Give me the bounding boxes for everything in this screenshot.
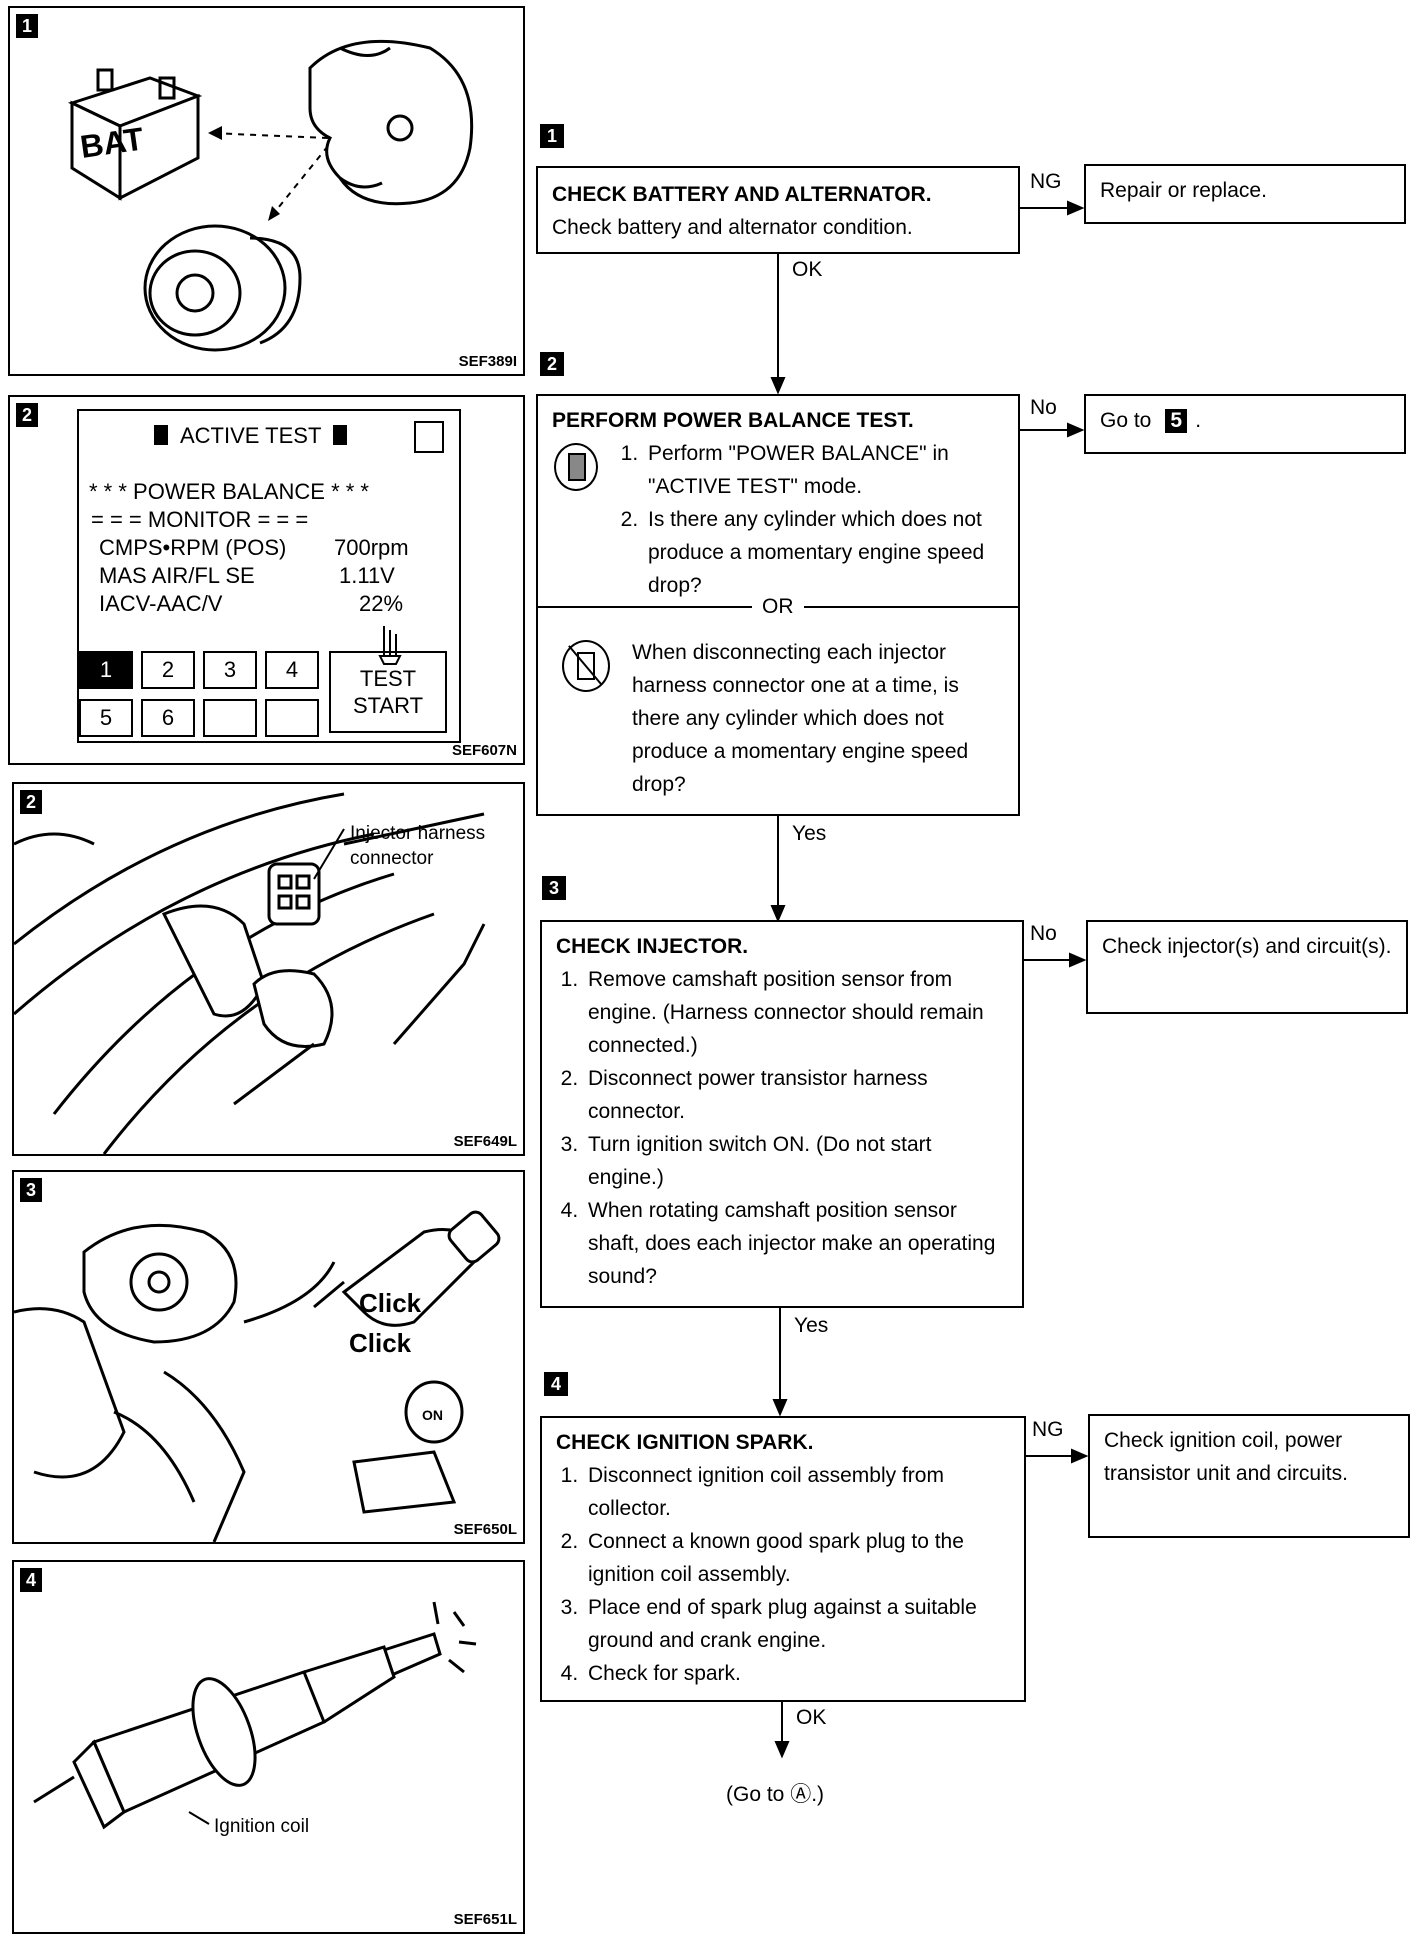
monitor-row-value: 22% bbox=[359, 591, 404, 616]
flow-label: Yes bbox=[794, 1314, 829, 1337]
callout-label: connector bbox=[350, 848, 434, 869]
step-number: 2 bbox=[540, 352, 564, 376]
result-text: Repair or replace. bbox=[1100, 179, 1267, 202]
ignition-key-on-label: ON bbox=[422, 1407, 443, 1423]
figure-camshaft-sensor: 3 Click Click ON SEF650L bbox=[12, 1170, 525, 1544]
blank-button[interactable] bbox=[203, 699, 257, 737]
step-item: Connect a known good spark plug to the i… bbox=[584, 1525, 1010, 1591]
step-1-result: Repair or replace. bbox=[1084, 164, 1406, 224]
monitor-row-value: 700rpm bbox=[334, 535, 409, 560]
test-start-label: START bbox=[352, 693, 424, 718]
power-balance-line: * * * POWER BALANCE * * * bbox=[89, 479, 369, 504]
result-suffix: . bbox=[1195, 409, 1202, 432]
battery-alternator-illustration: BAT bbox=[67, 39, 474, 352]
figure-active-test-screen: 2 ACTIVE TEST * * * POWER BALANCE * * * … bbox=[8, 395, 525, 765]
cylinder-button-2[interactable]: 2 bbox=[141, 651, 195, 689]
cylinder-button-3[interactable]: 3 bbox=[203, 651, 257, 689]
step-2-result: Go to 5. bbox=[1084, 394, 1406, 454]
monitor-row-name: MAS AIR/FL SE bbox=[99, 563, 255, 588]
step-item: Disconnect ignition coil assembly from c… bbox=[584, 1459, 1010, 1525]
cylinder-button-6[interactable]: 6 bbox=[141, 699, 195, 737]
callout-label: Ignition coil bbox=[214, 1816, 309, 1837]
step-number: 4 bbox=[544, 1372, 568, 1396]
click-label: Click bbox=[349, 1328, 412, 1358]
screen-corner-box bbox=[414, 421, 444, 453]
step-title: CHECK IGNITION SPARK. bbox=[556, 1431, 814, 1454]
camshaft-sensor-illustration: Click Click ON bbox=[13, 1210, 501, 1543]
cylinder-button-5[interactable]: 5 bbox=[79, 699, 133, 737]
alternative-text: When disconnecting each injector harness… bbox=[632, 641, 969, 796]
test-start-label: TEST bbox=[359, 666, 417, 691]
step-title: CHECK INJECTOR. bbox=[556, 935, 749, 958]
figure-ignition-coil: 4 Ignition coil SEF651L bbox=[12, 1560, 525, 1934]
no-consult-icon bbox=[562, 640, 610, 692]
step-1-box: CHECK BATTERY AND ALTERNATOR. Check batt… bbox=[536, 166, 1020, 254]
figure-code: SEF650L bbox=[453, 1521, 517, 1538]
step-number: 1 bbox=[540, 124, 564, 148]
result-text: Check ignition coil, power transistor un… bbox=[1104, 1429, 1348, 1485]
finger-pointer-icon bbox=[378, 626, 402, 665]
flow-label: OK bbox=[792, 258, 823, 281]
figure-battery-alternator: 1 BAT SE bbox=[8, 6, 525, 376]
or-label: OR bbox=[752, 590, 804, 623]
result-text: Go to bbox=[1100, 409, 1152, 432]
figure-code: SEF389I bbox=[458, 353, 517, 370]
step-body: Check battery and alternator condition. bbox=[552, 216, 913, 239]
step-2-box: PERFORM POWER BALANCE TEST. Perform "POW… bbox=[536, 394, 1020, 816]
step-title: CHECK BATTERY AND ALTERNATOR. bbox=[552, 183, 932, 206]
figure-injector-harness: 2 Injector harness connector SEF649L bbox=[12, 782, 525, 1156]
step-item: Turn ignition switch ON. (Do not start e… bbox=[584, 1128, 1008, 1194]
step-item: Remove camshaft position sensor from eng… bbox=[584, 963, 1008, 1062]
screen-header: ACTIVE TEST bbox=[154, 423, 348, 449]
consult-screen: ACTIVE TEST * * * POWER BALANCE * * * = … bbox=[77, 409, 461, 743]
figure-tag: 3 bbox=[20, 1178, 42, 1202]
screen-header-text: ACTIVE TEST bbox=[180, 423, 322, 448]
figure-code: SEF651L bbox=[453, 1911, 517, 1928]
callout-label: Injector harness bbox=[350, 823, 485, 844]
monitor-row-name: CMPS•RPM (POS) bbox=[99, 535, 287, 560]
square-icon bbox=[333, 425, 348, 445]
figure-tag: 4 bbox=[20, 1568, 42, 1592]
step-item: When rotating camshaft position sensor s… bbox=[584, 1194, 1008, 1293]
monitor-row-value: 1.11V bbox=[339, 563, 395, 588]
step-item: Is there any cylinder which does not pro… bbox=[644, 503, 1004, 602]
final-goto: (Go to Ⓐ.) bbox=[726, 1783, 825, 1806]
step-item: Disconnect power transistor harness conn… bbox=[584, 1062, 1008, 1128]
monitor-line: = = = MONITOR = = = bbox=[91, 507, 309, 532]
step-3-box: CHECK INJECTOR. Remove camshaft position… bbox=[540, 920, 1024, 1308]
branch-label: NG bbox=[1032, 1418, 1064, 1441]
step-item: Perform "POWER BALANCE" in "ACTIVE TEST"… bbox=[644, 437, 1004, 503]
step-4-box: CHECK IGNITION SPARK. Disconnect ignitio… bbox=[540, 1416, 1026, 1702]
arrow-head bbox=[1067, 200, 1085, 216]
branch-label: NG bbox=[1030, 170, 1062, 193]
figure-code: SEF649L bbox=[453, 1133, 517, 1150]
step-ref-badge[interactable]: 5 bbox=[1165, 409, 1188, 433]
cylinder-button-1[interactable]: 1 bbox=[79, 651, 133, 689]
flow-label: Yes bbox=[792, 822, 827, 845]
step-number: 3 bbox=[542, 876, 566, 900]
step-4-result: Check ignition coil, power transistor un… bbox=[1088, 1414, 1410, 1538]
consult-icon bbox=[554, 443, 598, 491]
engine-injector-illustration: Injector harness connector bbox=[13, 792, 486, 1155]
branch-label: No bbox=[1030, 396, 1057, 419]
step-item: Place end of spark plug against a suitab… bbox=[584, 1591, 1010, 1657]
click-label: Click bbox=[359, 1288, 422, 1318]
result-text: Check injector(s) and circuit(s). bbox=[1102, 935, 1392, 958]
step-item: Check for spark. bbox=[584, 1657, 1010, 1690]
monitor-row-name: IACV-AAC/V bbox=[99, 591, 223, 616]
square-icon bbox=[154, 425, 168, 445]
figure-code: SEF607N bbox=[451, 742, 517, 759]
figure-tag: 2 bbox=[20, 790, 42, 814]
flow-label: OK bbox=[796, 1706, 827, 1729]
blank-button[interactable] bbox=[265, 699, 319, 737]
branch-label: No bbox=[1030, 922, 1057, 945]
step-3-result: Check injector(s) and circuit(s). bbox=[1086, 920, 1408, 1014]
figure-tag: 1 bbox=[16, 14, 38, 38]
cylinder-button-4[interactable]: 4 bbox=[265, 651, 319, 689]
figure-tag: 2 bbox=[16, 403, 38, 427]
ignition-coil-illustration: Ignition coil bbox=[33, 1601, 477, 1837]
test-start-button[interactable]: TEST START bbox=[329, 651, 447, 733]
step-title: PERFORM POWER BALANCE TEST. bbox=[552, 409, 914, 432]
battery-label: BAT bbox=[78, 120, 146, 165]
